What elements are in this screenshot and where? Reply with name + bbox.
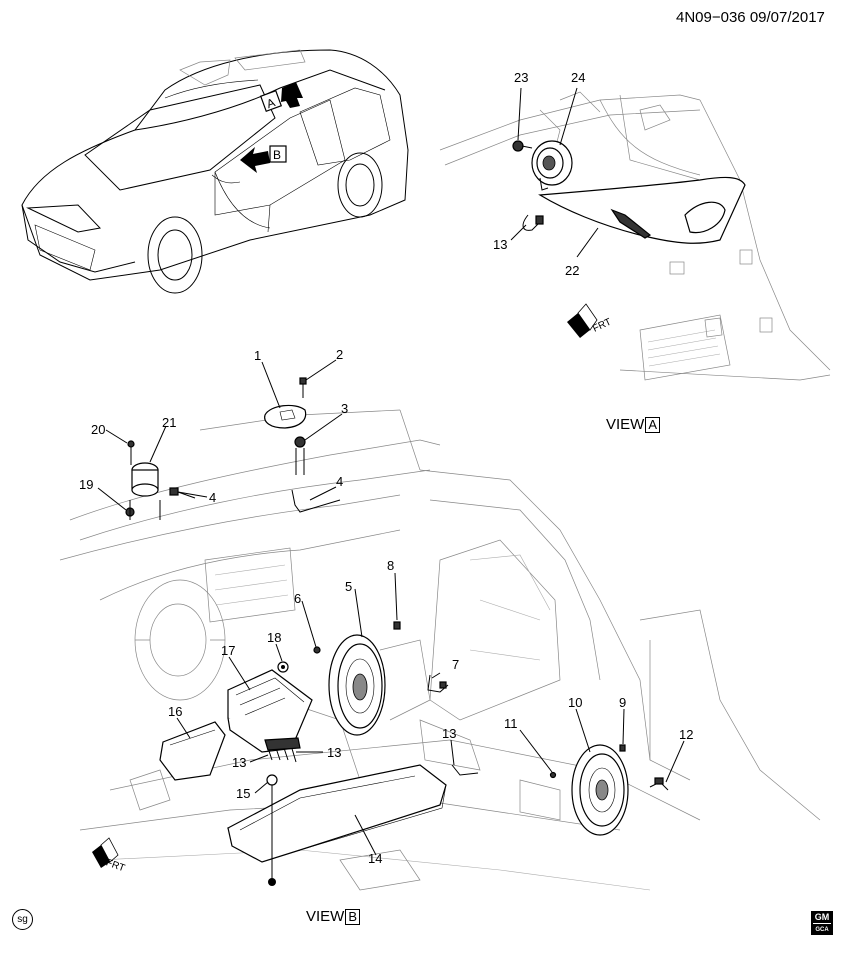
callout-14: 14 xyxy=(368,851,382,866)
callout-2: 2 xyxy=(336,347,343,362)
callout-23: 23 xyxy=(514,70,528,85)
callout-4: 4 xyxy=(209,490,216,505)
callout-11: 11 xyxy=(504,716,518,731)
callout-5: 5 xyxy=(345,579,352,594)
vehicle-illustration xyxy=(21,49,409,294)
callout-16: 16 xyxy=(168,704,182,719)
view-b-letter: B xyxy=(345,908,361,925)
callout-4: 4 xyxy=(336,474,343,489)
callout-13: 13 xyxy=(327,745,341,760)
view-a-arrow: A xyxy=(259,82,303,113)
callout-3: 3 xyxy=(341,401,348,416)
gm-logo-bottom: GCA xyxy=(813,923,831,936)
callout-9: 9 xyxy=(619,695,626,710)
svg-text:B: B xyxy=(273,148,281,162)
callout-18: 18 xyxy=(267,630,281,645)
view-b-word: VIEW xyxy=(306,908,345,925)
callout-17: 17 xyxy=(221,643,235,658)
callout-1: 1 xyxy=(254,348,261,363)
view-a-letter: A xyxy=(645,416,661,433)
callout-21: 21 xyxy=(162,415,176,430)
drawing-id: 4N09−036 09/07/2017 xyxy=(676,9,825,26)
callout-19: 19 xyxy=(79,477,93,492)
callout-20: 20 xyxy=(91,422,105,437)
callout-13: 13 xyxy=(442,726,456,741)
view-b-arrow: B xyxy=(240,145,287,173)
gm-logo: GM GCA xyxy=(811,911,833,935)
callout-24: 24 xyxy=(571,70,585,85)
svg-text:FRT: FRT xyxy=(104,857,126,874)
view-a-word: VIEW xyxy=(606,416,645,433)
callout-6: 6 xyxy=(294,591,301,606)
callout-13: 13 xyxy=(232,755,246,770)
callout-7: 7 xyxy=(452,657,459,672)
view-a-illustration: FRT xyxy=(439,91,831,381)
sg-mark: sg xyxy=(12,909,33,930)
gm-logo-top: GM xyxy=(814,912,830,922)
callout-10: 10 xyxy=(568,695,582,710)
view-b-illustration: FRT xyxy=(59,377,821,891)
callout-8: 8 xyxy=(387,558,394,573)
callout-22: 22 xyxy=(565,263,579,278)
callout-12: 12 xyxy=(679,727,693,742)
callout-13: 13 xyxy=(493,237,507,252)
callout-15: 15 xyxy=(236,786,250,801)
